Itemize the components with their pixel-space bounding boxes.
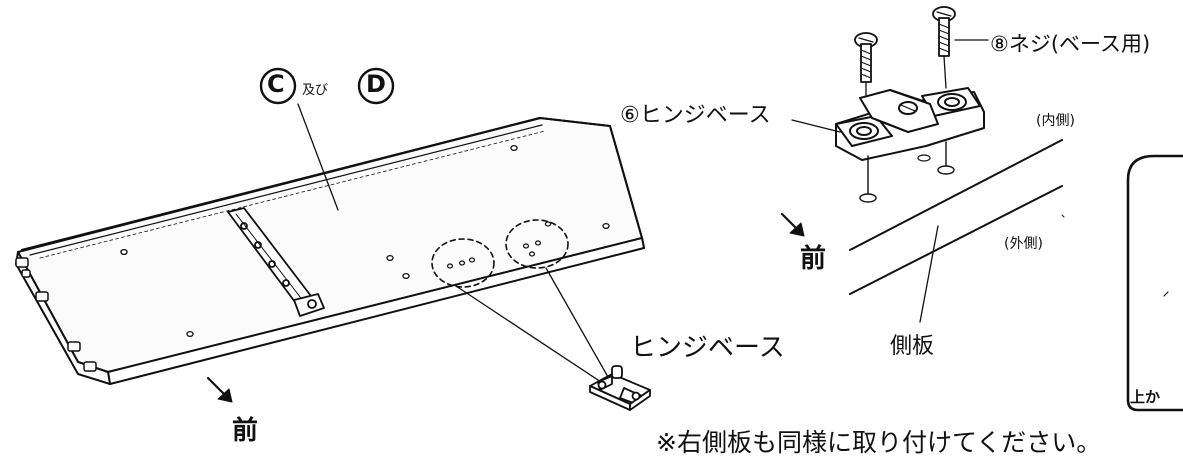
screw-icon-2 <box>932 6 956 57</box>
shelf-panel-top-face <box>17 117 643 373</box>
panel-holes <box>120 144 610 338</box>
part-d-label: D <box>366 70 386 98</box>
screw-8-label: ⑧ネジ(ベース用) <box>990 32 1151 56</box>
hinge-base-large <box>835 87 985 203</box>
leader-hinge-1 <box>455 285 605 385</box>
leader-hinge-2 <box>545 267 613 385</box>
arrow-down-right-icon-2 <box>780 212 805 237</box>
part-c-label: C <box>267 70 285 98</box>
front-label-right: 前 <box>800 244 827 274</box>
arrow-down-right-icon <box>206 376 233 403</box>
hinge-label-leader <box>791 119 841 133</box>
inner-side-label: (内側) <box>1036 113 1075 129</box>
hinge-position-circle-1 <box>431 238 495 288</box>
part-c-circle <box>259 67 297 105</box>
outer-side-label: (外側) <box>1004 236 1043 252</box>
front-label: 前 <box>232 416 259 446</box>
side-panel-lines <box>849 139 1063 295</box>
hinge-base-6-label: ⑥ヒンジベース <box>620 103 771 128</box>
label-leader-cd <box>297 103 339 211</box>
part-d-circle <box>357 67 395 105</box>
inset-box <box>1126 154 1183 412</box>
hinge-base-label: ヒンジベース <box>630 333 785 363</box>
hinge-position-circle-2 <box>505 219 569 269</box>
note-text: ※右側板も同様に取り付けてください。 <box>656 428 1102 457</box>
conjunction-label: 及び <box>302 83 329 98</box>
shelf-panel-back-edge <box>20 116 542 252</box>
screw-icon <box>854 32 878 83</box>
side-panel-leader <box>919 225 939 323</box>
hinge-base-icon <box>589 365 651 411</box>
inset-top-from-label: 上か <box>1130 388 1161 406</box>
shelf-panel <box>15 116 645 385</box>
side-panel-label: 側板 <box>890 334 935 359</box>
slide-rail <box>227 207 325 317</box>
shelf-panel-back-edge-inner <box>29 124 543 256</box>
dowel-pins <box>15 257 97 372</box>
